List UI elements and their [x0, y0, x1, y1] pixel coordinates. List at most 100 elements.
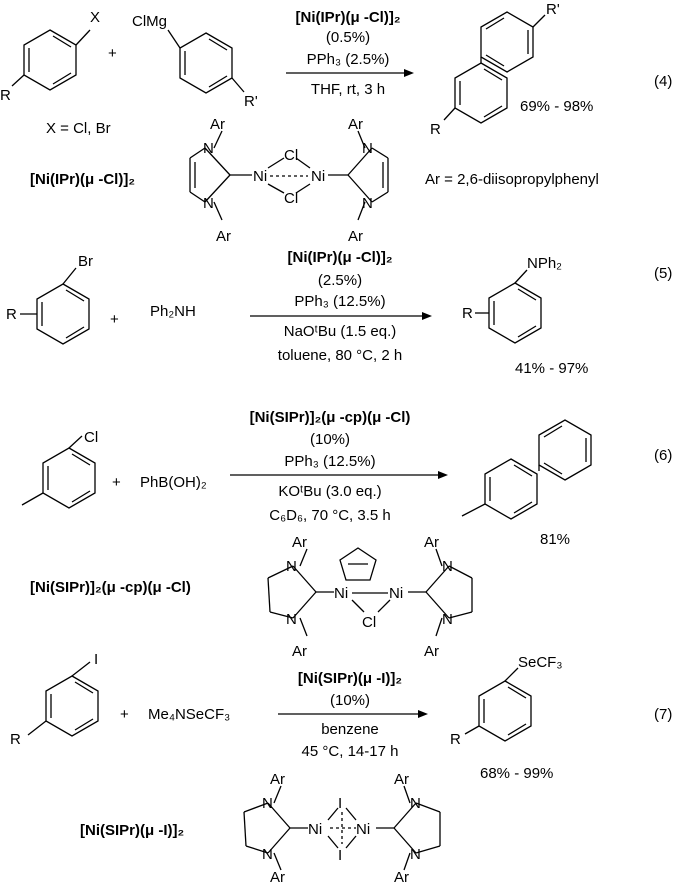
i-label: I	[338, 847, 342, 864]
selenium-reagent: Me₄NSeCF₃	[148, 706, 230, 723]
substituent-cl: Cl	[84, 429, 98, 446]
product-r: R	[450, 731, 461, 748]
n-label: N	[262, 846, 273, 863]
reaction-4: X R X = Cl, Br + ClMg R' [Ni(IPr)(μ -Cl)…	[0, 1, 672, 138]
x-definition: X = Cl, Br	[46, 120, 111, 137]
ar-label: Ar	[210, 116, 225, 133]
substituent-r-prime: R'	[244, 93, 258, 110]
ni-label: Ni	[311, 168, 325, 185]
secf3-group: SeCF₃	[518, 654, 562, 671]
equation-number-5: (5)	[654, 265, 672, 282]
ar-label: Ar	[216, 228, 231, 245]
chlorotoluene	[21, 435, 96, 509]
ar-label: Ar	[292, 534, 307, 551]
n-label: N	[262, 795, 273, 812]
equation-number-6: (6)	[654, 447, 672, 464]
substituent-br: Br	[78, 253, 93, 270]
condition-loading: (10%)	[330, 692, 370, 709]
cl-label: Cl	[284, 190, 298, 207]
condition-solvent: toluene, 80 °C, 2 h	[278, 347, 402, 364]
sipr-iodide-dimer-structure	[243, 785, 441, 871]
yield-4: 69% - 98%	[520, 98, 593, 115]
grignard-label: ClMg	[132, 13, 167, 30]
ar-label: Ar	[348, 116, 363, 133]
plus-sign: +	[120, 706, 129, 723]
aryl-bromide	[20, 267, 90, 345]
substituent-r: R	[6, 306, 17, 323]
product-r-prime: R'	[546, 1, 560, 18]
ar-label: Ar	[292, 643, 307, 660]
ipr-dimer-structure	[189, 130, 389, 221]
amine-reagent: Ph₂NH	[150, 303, 196, 320]
condition-temperature: 45 °C, 14-17 h	[302, 743, 399, 760]
grignard-reagent	[167, 29, 245, 94]
n-label: N	[362, 140, 373, 157]
catalyst-label-2: [Ni(SIPr)]₂(μ -cp)(μ -Cl)	[30, 579, 191, 596]
plus-sign: +	[112, 474, 121, 491]
n-label: N	[362, 195, 373, 212]
condition-solvent: benzene	[321, 721, 379, 738]
n-label: N	[286, 611, 297, 628]
substituent-x: X	[90, 9, 100, 26]
condition-loading: (0.5%)	[326, 29, 370, 46]
condition-catalyst: [Ni(SIPr)]₂(μ -cp)(μ -Cl)	[250, 409, 411, 426]
ar-label: Ar	[394, 771, 409, 788]
substituent-r: R	[0, 87, 11, 104]
yield-5: 41% - 97%	[515, 360, 588, 377]
condition-base: NaOᵗBu (1.5 eq.)	[284, 323, 397, 340]
condition-ligand: PPh₃ (2.5%)	[307, 51, 390, 68]
n-label: N	[203, 195, 214, 212]
catalyst-sipr-cp-cl: [Ni(SIPr)]₂(μ -cp)(μ -Cl)	[30, 534, 473, 660]
product-r: R	[430, 121, 441, 138]
ar-label: Ar	[348, 228, 363, 245]
substituent-r: R	[10, 731, 21, 748]
seleno-product	[464, 667, 532, 742]
ni-label: Ni	[308, 821, 322, 838]
boronic-acid: PhB(OH)₂	[140, 474, 207, 491]
ar-label: Ar	[270, 771, 285, 788]
n-label: N	[410, 846, 421, 863]
condition-catalyst: [Ni(IPr)(μ -Cl)]₂	[296, 9, 401, 26]
nph2-group: NPh₂	[527, 255, 562, 272]
n-label: N	[442, 611, 453, 628]
ni-label: Ni	[389, 585, 403, 602]
reaction-7: I R + Me₄NSeCF₃ [Ni(SIPr)(μ -I)]₂ (10%) …	[10, 651, 672, 782]
ar-label: Ar	[424, 643, 439, 660]
condition-ligand: PPh₃ (12.5%)	[294, 293, 385, 310]
reaction-arrow-5	[250, 312, 432, 320]
cl-label: Cl	[284, 147, 298, 164]
reaction-5: Br R + Ph₂NH [Ni(IPr)(μ -Cl)]₂ (2.5%) PP…	[6, 249, 672, 377]
catalyst-ipr-cl: [Ni(IPr)(μ -Cl)]₂	[30, 116, 599, 245]
reaction-arrow-7	[278, 710, 428, 718]
n-label: N	[410, 795, 421, 812]
yield-6: 81%	[540, 531, 570, 548]
ni-label: Ni	[356, 821, 370, 838]
condition-catalyst: [Ni(IPr)(μ -Cl)]₂	[288, 249, 393, 266]
condition-solvent: C₆D₆, 70 °C, 3.5 h	[269, 507, 390, 524]
plus-sign: +	[108, 45, 117, 62]
cl-label: Cl	[362, 614, 376, 631]
condition-ligand: PPh₃ (12.5%)	[284, 453, 375, 470]
ar-definition: Ar = 2,6-diisopropylphenyl	[425, 171, 599, 188]
equation-number-7: (7)	[654, 706, 672, 723]
reaction-6: Cl + PhB(OH)₂ [Ni(SIPr)]₂(μ -cp)(μ -Cl) …	[21, 409, 672, 548]
yield-7: 68% - 99%	[480, 765, 553, 782]
catalyst-label-1: [Ni(IPr)(μ -Cl)]₂	[30, 171, 135, 188]
reaction-arrow-4	[286, 69, 414, 77]
catalyst-sipr-i: [Ni(SIPr)(μ -I)]₂	[80, 771, 441, 884]
condition-loading: (2.5%)	[318, 272, 362, 289]
aryl-iodide	[27, 661, 99, 737]
aryl-halide-4	[11, 29, 91, 91]
condition-catalyst: [Ni(SIPr)(μ -I)]₂	[298, 670, 402, 687]
catalyst-label-3: [Ni(SIPr)(μ -I)]₂	[80, 822, 184, 839]
triarylamine-product	[475, 269, 542, 344]
product-r: R	[462, 305, 473, 322]
equation-number-4: (4)	[654, 73, 672, 90]
substituent-i: I	[94, 651, 98, 668]
biaryl-product-4	[443, 11, 546, 124]
ni-label: Ni	[253, 168, 267, 185]
n-label: N	[203, 140, 214, 157]
i-label: I	[338, 795, 342, 812]
n-label: N	[442, 558, 453, 575]
